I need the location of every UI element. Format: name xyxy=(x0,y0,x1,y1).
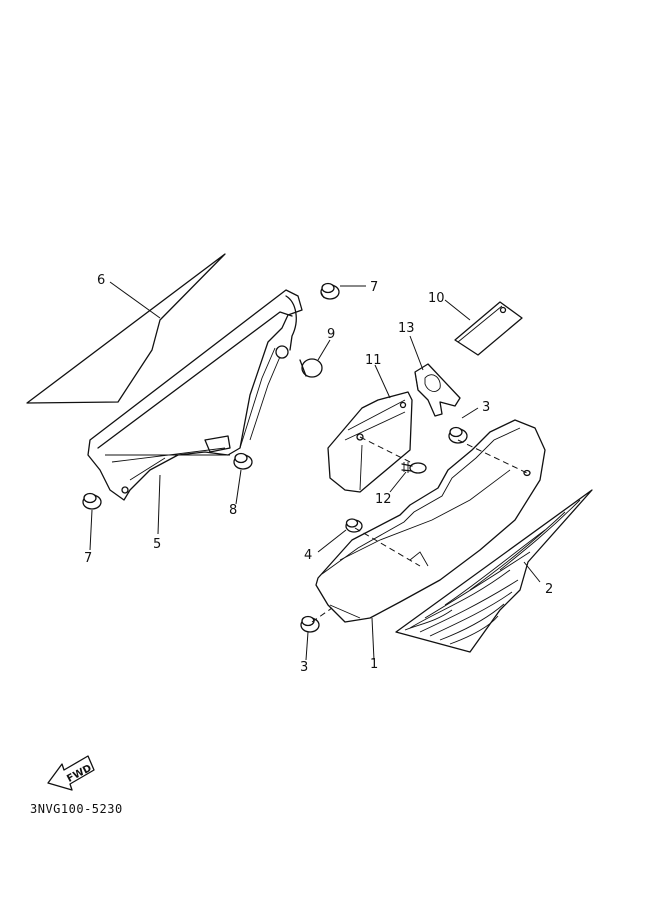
callout-7-top: 7 xyxy=(370,280,378,295)
callout-1: 1 xyxy=(370,657,378,672)
part-8-grommet[interactable] xyxy=(233,452,253,470)
part-7-grommet-top[interactable] xyxy=(320,282,340,300)
part-7-grommet-bottom[interactable] xyxy=(82,492,102,510)
callout-8: 8 xyxy=(229,503,237,518)
part-11-case[interactable] xyxy=(327,391,413,493)
part-6-decal[interactable] xyxy=(26,253,226,404)
leader-lines xyxy=(89,281,541,661)
part-3-grommet-top[interactable] xyxy=(448,426,468,444)
callout-6: 6 xyxy=(97,273,105,288)
part-3-grommet-bottom[interactable] xyxy=(300,615,320,633)
part-12-bolt[interactable] xyxy=(401,462,427,474)
part-5-side-cover-frame[interactable] xyxy=(87,289,303,501)
part-10-plate[interactable] xyxy=(454,301,523,356)
part-1-side-cover[interactable] xyxy=(311,419,546,623)
callout-11: 11 xyxy=(365,353,382,368)
part-9-collar[interactable] xyxy=(275,345,323,378)
callout-13: 13 xyxy=(398,321,415,336)
callout-9: 9 xyxy=(327,327,335,342)
callout-12: 12 xyxy=(375,492,392,507)
callout-3-bottom: 3 xyxy=(300,660,308,675)
callout-2: 2 xyxy=(545,582,553,597)
callout-4: 4 xyxy=(304,548,312,563)
fwd-arrow-icon: FWD xyxy=(47,755,95,791)
diagram-code-label: 3NVG100-5230 xyxy=(30,802,123,816)
callout-7-bottom: 7 xyxy=(84,551,92,566)
callout-labels: 6 7 9 10 13 11 3 12 4 5 7 8 3 1 2 xyxy=(84,273,553,675)
part-4-grommet[interactable] xyxy=(345,518,363,533)
part-2-graphic[interactable] xyxy=(395,489,593,653)
part-13-bracket[interactable] xyxy=(414,363,461,417)
callout-5: 5 xyxy=(153,537,161,552)
callout-3-top: 3 xyxy=(482,400,490,415)
callout-10: 10 xyxy=(428,291,445,306)
